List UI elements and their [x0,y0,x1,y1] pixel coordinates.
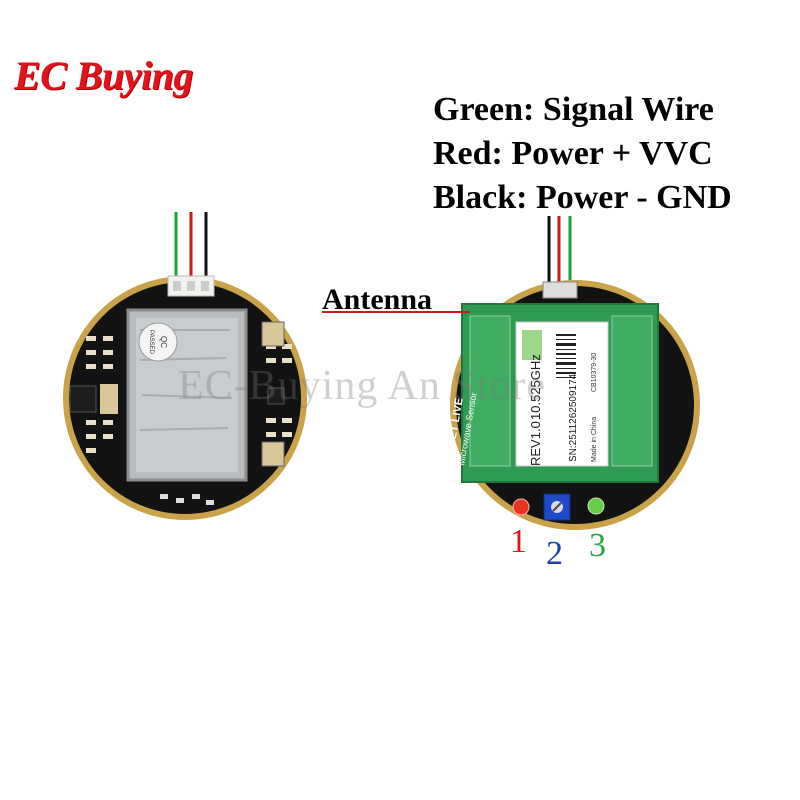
legend-black-ground: Black: Power - GND [433,179,732,216]
indicator-1-red-led: 1 [510,523,527,560]
legend-green-signal: Green: Signal Wire [433,91,714,128]
qc-sticker-passed: PASSED [148,330,154,355]
frequency-label: 10.525GHz [528,354,543,420]
pad-top-right [261,321,285,347]
rev-label: REV1.0 [528,421,543,466]
sticker-swatch [522,330,542,360]
ic-chip [69,385,97,413]
legend-red-power: Red: Power + VVC [433,135,713,172]
part-code-label: CB10379-30 [591,353,598,392]
front-pins [542,281,578,299]
patch-left [469,315,511,467]
wire-legend: Green: Signal Wire Red: Power + VVC Blac… [433,88,732,220]
made-in-label: Made in China [591,417,598,462]
serial-label: SN:2511262509174 [568,373,579,462]
back-board: QC PASSED [63,212,307,520]
qc-sticker-label: QC [159,336,168,348]
pad-bottom-right [261,441,285,467]
red-led [512,498,530,516]
barcode [556,334,576,378]
watermark: EC-Buying An Store [178,363,547,409]
green-led [587,497,605,515]
brand-logo-text: EC Buying [14,53,193,98]
indicator-2-potentiometer: 2 [546,535,563,572]
indicator-3-green-led: 3 [589,527,606,564]
crystal [100,384,118,414]
front-board: REV1.0 10.525GHz SN:2511262509174 Made i… [322,216,700,530]
patch-right [611,315,653,467]
qc-sticker [138,322,178,362]
antenna-callout: Antenna [322,283,433,316]
